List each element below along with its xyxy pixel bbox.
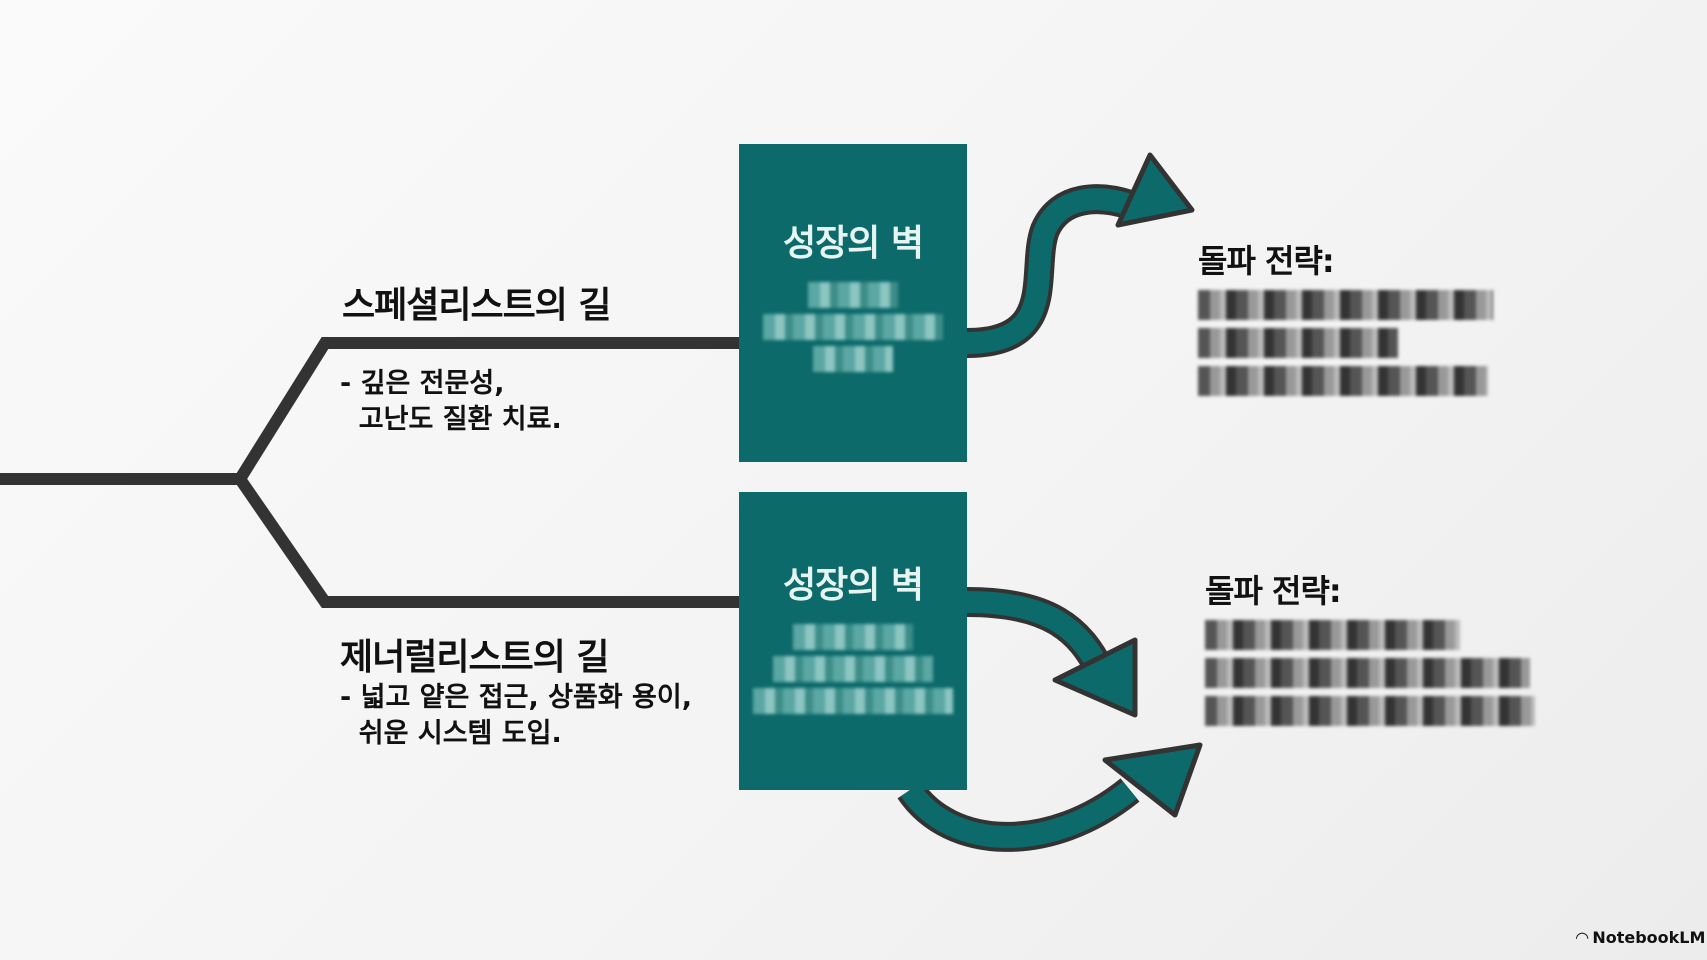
specialist-path-description: - 깊은 전문성, 고난도 질환 치료. — [340, 368, 562, 435]
redacted-text — [763, 282, 943, 372]
strategy-title: 돌파 전략: — [1198, 242, 1335, 280]
growth-wall-title: 성장의 벽 — [782, 223, 924, 264]
strategy-block-top: 돌파 전략: — [1198, 236, 1493, 404]
logo-text: NotebookLM — [1592, 928, 1706, 947]
trunk-and-branches — [0, 337, 745, 485]
redacted-text — [1198, 290, 1493, 396]
growth-wall-title: 성장의 벽 — [782, 565, 924, 606]
generalist-path-title: 제너럴리스트의 길 — [340, 637, 609, 678]
generalist-path-description: - 넓고 얕은 접근, 상품화 용이, 쉬운 시스템 도입. — [340, 682, 692, 749]
breakthrough-arrow-middle — [966, 587, 1138, 718]
breakthrough-arrow-top — [966, 152, 1195, 358]
redacted-text — [753, 624, 953, 714]
breakthrough-arrow-bottom — [897, 742, 1203, 852]
notebooklm-logo: ◠ NotebookLM — [1576, 928, 1705, 947]
redacted-text — [1205, 620, 1535, 726]
lower-branch — [235, 475, 745, 608]
growth-wall-box-top: 성장의 벽 — [739, 144, 967, 462]
strategy-block-bottom: 돌파 전략: — [1205, 566, 1535, 734]
strategy-title: 돌파 전략: — [1205, 572, 1342, 610]
specialist-path-title: 스페셜리스트의 길 — [342, 285, 611, 326]
growth-wall-box-bottom: 성장의 벽 — [739, 492, 967, 790]
notebooklm-icon: ◠ — [1576, 928, 1589, 947]
